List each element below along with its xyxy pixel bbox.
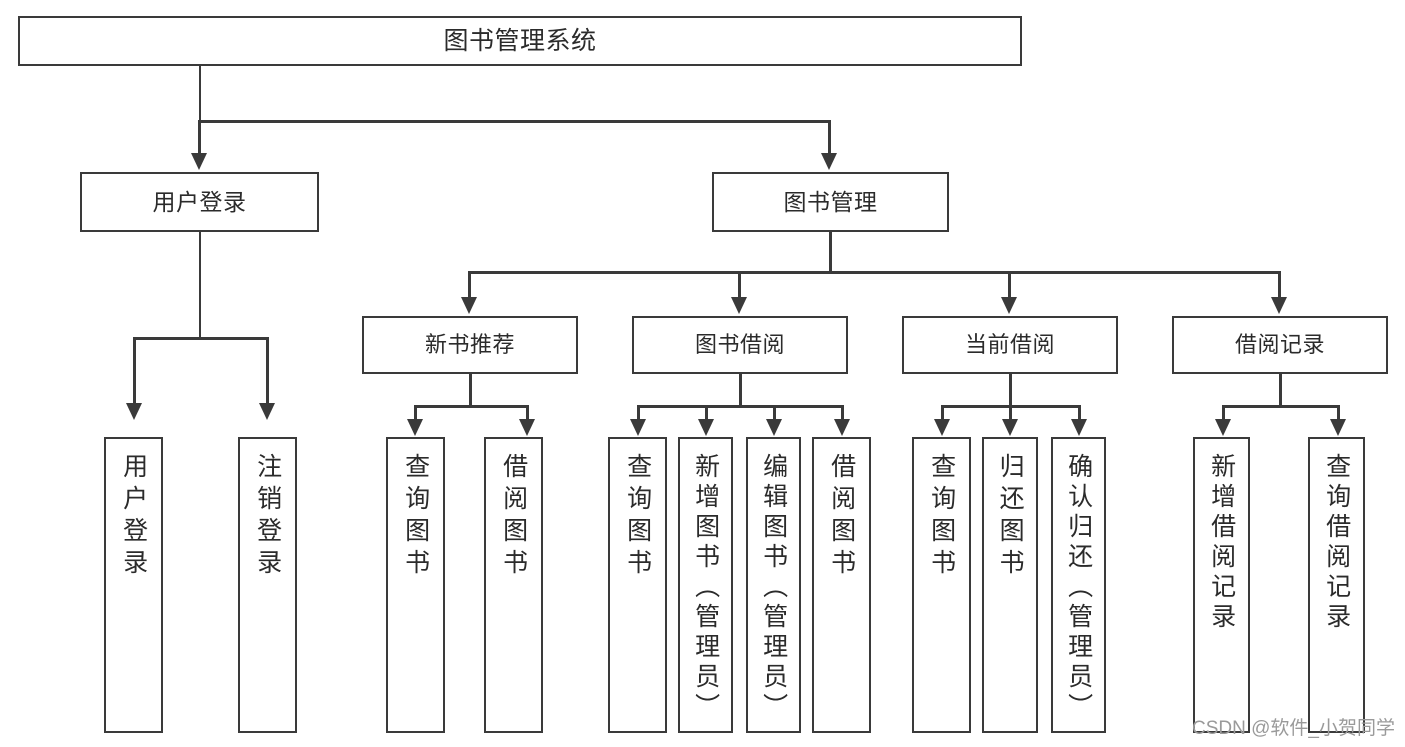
node-label: 图书管理系统 — [443, 26, 597, 55]
leaf-user-login[interactable]: 用户登录 — [104, 437, 163, 733]
node-label: 确认归还（管理员） — [1064, 453, 1093, 723]
node-label: 新增借阅记录 — [1207, 453, 1236, 633]
arrowhead-new-book-leaf2 — [519, 419, 535, 436]
edge-to-book-borrow — [738, 271, 741, 300]
edge-user-login-stem — [198, 232, 202, 339]
edge-root-bus — [198, 120, 830, 123]
node-label: 查询图书 — [401, 453, 430, 581]
arrowhead-current-borrow — [1001, 297, 1017, 314]
leaf-query-borrow-record[interactable]: 查询借阅记录 — [1308, 437, 1365, 733]
leaf-edit-book-admin[interactable]: 编辑图书（管理员） — [746, 437, 801, 733]
node-label: 图书管理 — [783, 188, 878, 215]
arrowhead-borrow-record-leaf1 — [1215, 419, 1231, 436]
arrowhead-book-borrow — [731, 297, 747, 314]
edge-new-book-bus — [414, 405, 528, 408]
leaf-query-book-recommend[interactable]: 查询图书 — [386, 437, 445, 733]
edge-book-borrow-leaf2 — [705, 405, 708, 422]
node-label: 查询图书 — [927, 453, 956, 581]
edge-to-current-borrow — [1008, 271, 1011, 300]
edge-borrow-record-leaf1 — [1222, 405, 1225, 422]
arrowhead-current-borrow-leaf2 — [1002, 419, 1018, 436]
node-user-login[interactable]: 用户登录 — [80, 172, 319, 232]
leaf-borrow-book-recommend[interactable]: 借阅图书 — [484, 437, 543, 733]
arrowhead-book-borrow-leaf4 — [834, 419, 850, 436]
leaf-query-book-borrow[interactable]: 查询图书 — [608, 437, 667, 733]
edge-book-borrow-bus — [637, 405, 843, 408]
leaf-add-book-admin[interactable]: 新增图书（管理员） — [678, 437, 733, 733]
node-label: 新书推荐 — [424, 332, 515, 358]
node-label: 借阅记录 — [1234, 332, 1325, 358]
node-label: 借阅图书 — [827, 453, 856, 581]
edge-user-login-leaf2 — [266, 337, 269, 405]
arrowhead-book-borrow-leaf1 — [630, 419, 646, 436]
edge-to-user-login — [198, 120, 201, 155]
arrowhead-leaf-logout — [259, 403, 275, 420]
arrowhead-book-management — [821, 153, 837, 170]
edge-book-borrow-stem — [739, 374, 742, 407]
edge-to-new-book-recommend — [468, 271, 471, 300]
edge-to-borrow-record — [1278, 271, 1281, 300]
edge-new-book-stem — [469, 374, 472, 407]
node-borrow-record[interactable]: 借阅记录 — [1172, 316, 1388, 374]
edge-book-management-bus — [468, 271, 1280, 274]
arrowhead-current-borrow-leaf3 — [1071, 419, 1087, 436]
edge-user-login-bus — [133, 337, 268, 340]
edge-current-borrow-leaf3 — [1078, 405, 1081, 422]
arrowhead-borrow-record — [1271, 297, 1287, 314]
arrowhead-book-borrow-leaf3 — [766, 419, 782, 436]
node-label: 查询图书 — [623, 453, 652, 581]
leaf-confirm-return-admin[interactable]: 确认归还（管理员） — [1051, 437, 1106, 733]
node-label: 用户登录 — [119, 453, 148, 581]
leaf-return-book[interactable]: 归还图书 — [982, 437, 1038, 733]
node-new-book-recommend[interactable]: 新书推荐 — [362, 316, 578, 374]
edge-book-borrow-leaf1 — [637, 405, 640, 422]
node-label: 新增图书（管理员） — [691, 453, 720, 723]
edge-current-borrow-leaf1 — [941, 405, 944, 422]
leaf-borrow-book[interactable]: 借阅图书 — [812, 437, 871, 733]
edge-user-login-leaf1 — [133, 337, 136, 405]
leaf-add-borrow-record[interactable]: 新增借阅记录 — [1193, 437, 1250, 733]
node-label: 图书借阅 — [694, 332, 785, 358]
edge-current-borrow-leaf2 — [1009, 405, 1012, 422]
edge-book-borrow-leaf4 — [841, 405, 844, 422]
node-label: 当前借阅 — [964, 332, 1055, 358]
node-book-borrow[interactable]: 图书借阅 — [632, 316, 848, 374]
edge-new-book-leaf2 — [526, 405, 529, 422]
node-label: 归还图书 — [996, 453, 1025, 581]
edge-current-borrow-stem — [1009, 374, 1012, 407]
arrowhead-user-login — [191, 153, 207, 170]
node-label: 用户登录 — [152, 188, 247, 215]
arrowhead-current-borrow-leaf1 — [934, 419, 950, 436]
leaf-query-book-current[interactable]: 查询图书 — [912, 437, 971, 733]
edge-borrow-record-stem — [1279, 374, 1282, 407]
arrowhead-new-book-leaf1 — [407, 419, 423, 436]
edge-to-book-management — [828, 120, 831, 155]
node-current-borrow[interactable]: 当前借阅 — [902, 316, 1118, 374]
node-book-management-system[interactable]: 图书管理系统 — [18, 16, 1022, 66]
edge-borrow-record-bus — [1222, 405, 1339, 408]
edge-book-borrow-leaf3 — [773, 405, 776, 422]
leaf-logout[interactable]: 注销登录 — [238, 437, 297, 733]
arrowhead-book-borrow-leaf2 — [698, 419, 714, 436]
edge-borrow-record-leaf2 — [1337, 405, 1340, 422]
edge-new-book-leaf1 — [414, 405, 417, 422]
node-label: 注销登录 — [253, 453, 282, 581]
edge-root-stem — [198, 66, 202, 121]
node-label: 借阅图书 — [499, 453, 528, 581]
node-label: 查询借阅记录 — [1322, 453, 1351, 633]
node-label: 编辑图书（管理员） — [759, 453, 788, 723]
arrowhead-borrow-record-leaf2 — [1330, 419, 1346, 436]
arrowhead-new-book-recommend — [461, 297, 477, 314]
arrowhead-leaf-user-login — [126, 403, 142, 420]
node-book-management[interactable]: 图书管理 — [712, 172, 949, 232]
edge-book-management-stem — [829, 232, 832, 273]
